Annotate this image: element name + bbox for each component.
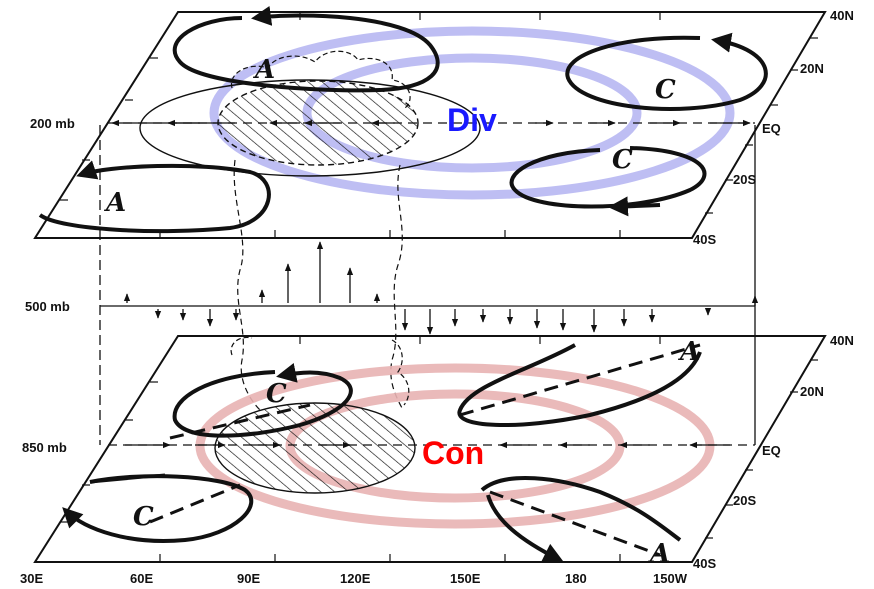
upper-lat-40n: 40N — [830, 8, 854, 23]
lower-lat-eq: EQ — [762, 443, 781, 458]
upper-system-c-ne: C — [655, 75, 676, 105]
upper-lat-eq: EQ — [762, 121, 781, 136]
lower-system-a-se: A — [647, 539, 670, 569]
upper-level-plane: A C C A Div 40N 20N EQ 20S 40S — [33, 5, 854, 247]
upper-system-c-se: C — [612, 145, 633, 175]
upper-system-a-west: A — [252, 55, 275, 85]
level-label-500mb: 500 mb — [25, 299, 70, 314]
lower-lat-20n: 20N — [800, 384, 824, 399]
lon-label-150e: 150E — [450, 571, 481, 586]
upper-lat-40s: 40S — [693, 232, 716, 247]
lower-cloud-outline — [230, 336, 410, 406]
lower-trade-arrow — [89, 473, 166, 484]
lower-lat-40s: 40S — [693, 556, 716, 571]
divergence-label: Div — [447, 102, 497, 138]
upper-lat-20n: 20N — [800, 61, 824, 76]
lower-hatched-area — [214, 402, 416, 494]
lower-anticyclone-se — [480, 475, 682, 562]
lower-lat-20s: 20S — [733, 493, 756, 508]
lower-lat-40n: 40N — [830, 333, 854, 348]
lon-label-60e: 60E — [130, 571, 153, 586]
lower-system-c-sw: C — [133, 502, 154, 532]
lon-label-180: 180 — [565, 571, 587, 586]
middle-level — [99, 125, 759, 445]
upper-cyclone-ne — [565, 32, 768, 111]
convergence-label: Con — [422, 435, 484, 471]
lon-label-150w: 150W — [653, 571, 688, 586]
level-label-200mb: 200 mb — [30, 116, 75, 131]
convection-column — [233, 159, 403, 411]
lon-label-120e: 120E — [340, 571, 371, 586]
upper-system-a-sw: A — [103, 188, 126, 218]
lower-anticyclone-ne — [457, 343, 702, 428]
lower-cyclone-west — [169, 363, 353, 440]
lon-label-30e: 30E — [20, 571, 43, 586]
upper-anticyclone-sw — [38, 160, 271, 234]
upper-cloud-outline — [231, 50, 411, 109]
lon-label-90e: 90E — [237, 571, 260, 586]
lower-cyclone-sw — [62, 474, 254, 543]
outflow-region — [139, 79, 481, 177]
upper-anticyclone-west — [172, 5, 440, 93]
lower-system-c-west: C — [266, 379, 287, 409]
upper-lat-20s: 20S — [733, 172, 756, 187]
lower-level-plane: C C A A Con 40N 20N EQ 20S 40S — [33, 333, 854, 571]
lower-system-a-ne: A — [677, 337, 700, 367]
upper-cyclone-se — [509, 146, 707, 217]
level-label-850mb: 850 mb — [22, 440, 67, 455]
